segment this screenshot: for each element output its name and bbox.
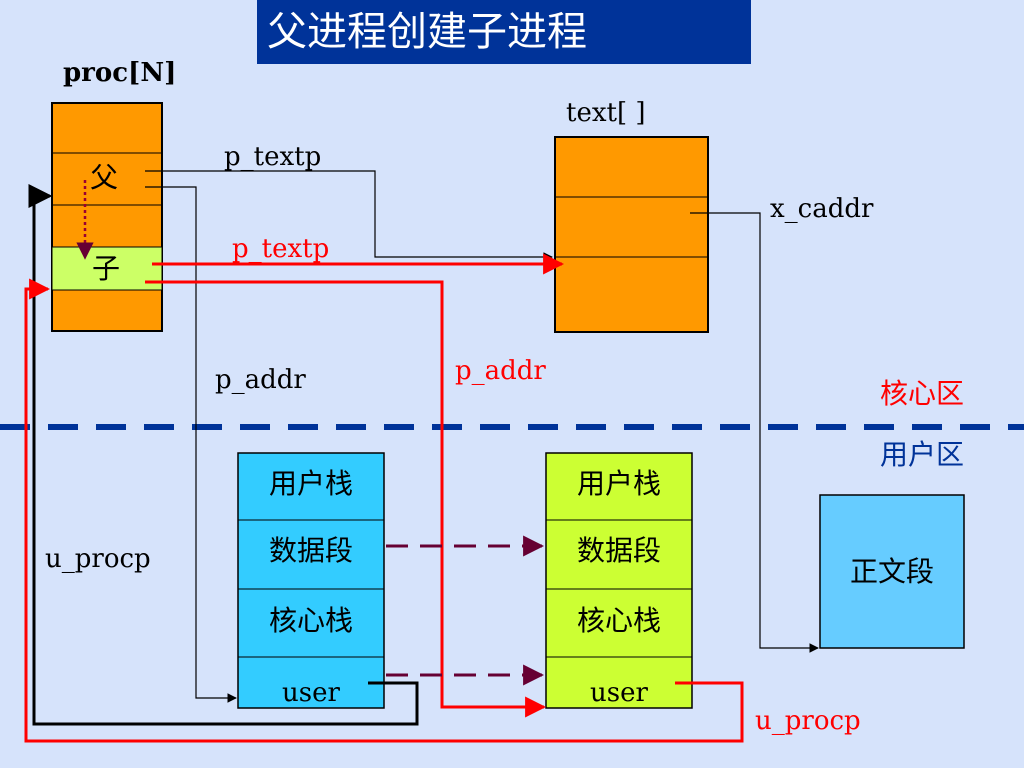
- child-u-procp-label: u_procp: [755, 706, 861, 736]
- child-p-addr-label: p_addr: [455, 356, 546, 386]
- parent-data-segment: 数据段: [268, 534, 353, 567]
- text-table: [554, 136, 709, 333]
- parent-p-textp-label: p_textp: [224, 142, 322, 172]
- text-array-label: text[ ]: [566, 98, 646, 128]
- parent-kernel-stack: 核心栈: [268, 604, 353, 637]
- child-p-addr-arrow: [145, 280, 547, 718]
- proc-child-slot-label: 子: [92, 252, 121, 285]
- proc-array-label: proc[N]: [63, 58, 177, 88]
- x-caddr-arrow: [690, 212, 819, 653]
- parent-user-struct: user: [282, 678, 340, 708]
- parent-u-procp-label: u_procp: [45, 544, 151, 574]
- user-zone-label: 用户区: [880, 438, 965, 471]
- slide-title: 父进程创建子进程: [257, 0, 751, 64]
- child-user-stack: 用户栈: [576, 467, 661, 500]
- parent-p-addr-label: p_addr: [215, 365, 306, 395]
- parent-p-textp-arrow: [145, 170, 553, 262]
- kernel-zone-label: 核心区: [880, 377, 965, 410]
- child-u-procp-arrow: [24, 278, 744, 743]
- parent-p-addr-arrow: [145, 186, 237, 703]
- proc-parent-slot-label: 父: [90, 161, 119, 194]
- x-caddr-label: x_caddr: [770, 194, 874, 224]
- child-kernel-stack: 核心栈: [576, 604, 661, 637]
- text-segment-box: [819, 494, 965, 649]
- parent-image-box: [237, 452, 385, 709]
- text-segment-label: 正文段: [849, 555, 934, 588]
- child-user-struct: user: [590, 678, 648, 708]
- child-data-segment: 数据段: [576, 534, 661, 567]
- parent-user-stack: 用户栈: [268, 467, 353, 500]
- child-p-textp-label: p_textp: [232, 234, 330, 264]
- parent-u-procp-arrow: [28, 184, 419, 726]
- proc-child-slot: [51, 246, 163, 291]
- proc-table: [51, 102, 163, 332]
- child-image-box: [545, 452, 693, 709]
